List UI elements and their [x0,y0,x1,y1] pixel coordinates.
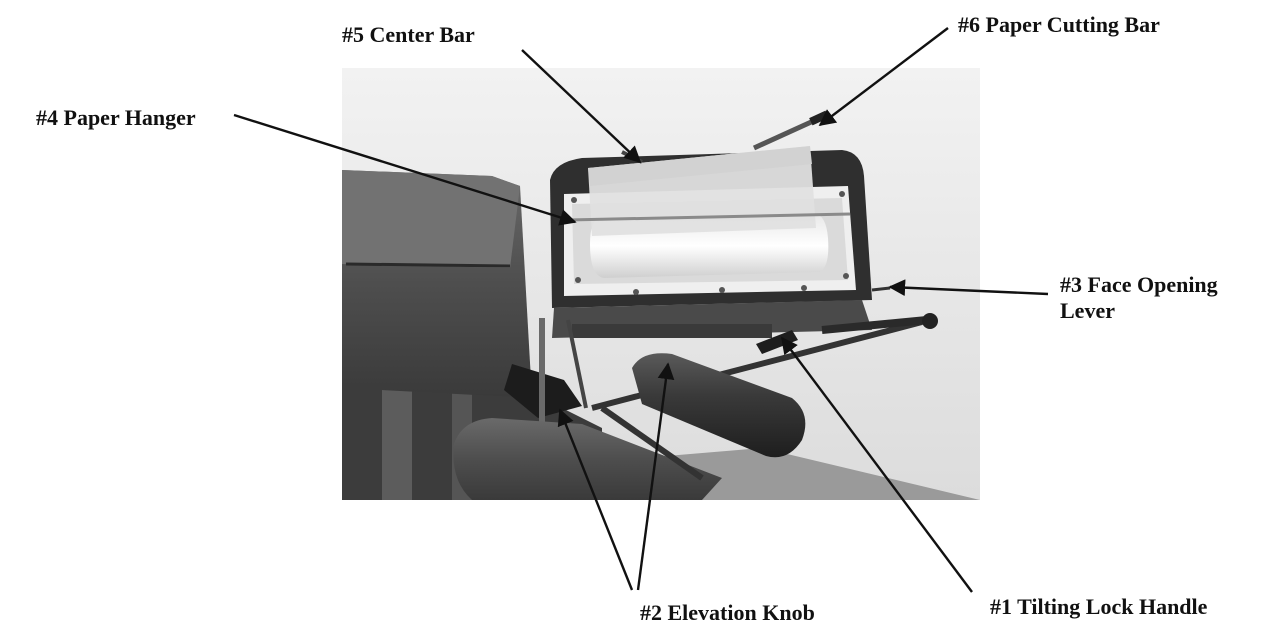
label-face-opening-lever-line2: Lever [1060,298,1115,323]
label-elevation-knob: #2 Elevation Knob [640,600,815,625]
label-paper-cutting-bar: #6 Paper Cutting Bar [958,12,1160,37]
label-paper-hanger: #4 Paper Hanger [36,105,196,130]
label-face-opening-lever: #3 Face Opening Lever [1060,272,1218,324]
label-face-opening-lever-line1: #3 Face Opening [1060,272,1218,297]
label-center-bar: #5 Center Bar [342,22,475,47]
label-tilting-lock-handle: #1 Tilting Lock Handle [990,594,1208,619]
table-headpiece-photo [342,68,980,500]
